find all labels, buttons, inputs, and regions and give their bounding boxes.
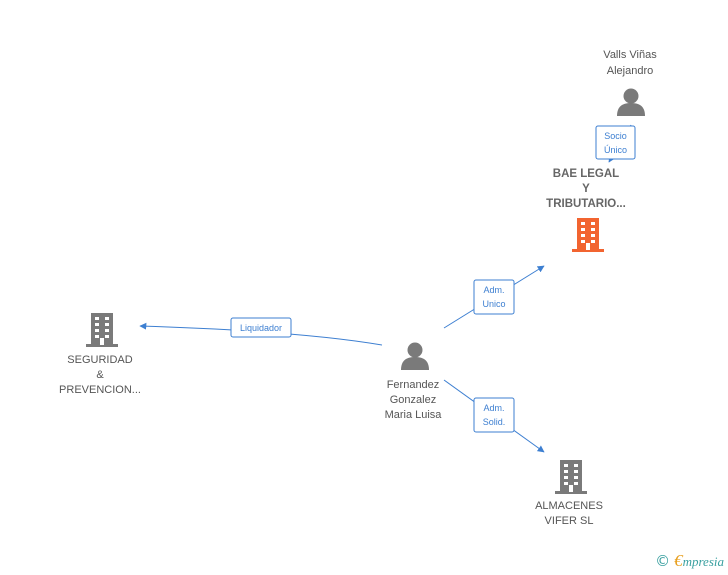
edge-label-liquidador[interactable]: Liquidador	[230, 317, 292, 338]
edge-label-socio[interactable]: Socio Único	[595, 125, 636, 160]
node-fernandez-gonzalez-maria-luisa[interactable]: Fernandez Gonzalez Maria Luisa	[385, 342, 443, 422]
node-seguridad-line3: PREVENCION...	[59, 384, 141, 396]
edge-adm-solid: Adm. Solid.	[443, 379, 545, 453]
node-fernandez-line1: Fernandez	[387, 379, 440, 391]
edge-adm-unico: Adm. Unico	[443, 265, 545, 329]
person-icon	[401, 342, 429, 370]
edge-label-adm-unico[interactable]: Adm. Unico	[473, 279, 515, 315]
edge-label-socio-line1: Socio	[604, 131, 627, 141]
node-fernandez-line3: Maria Luisa	[385, 409, 443, 421]
edge-liquidador: Liquidador	[139, 317, 383, 346]
node-valls-line1: Valls Viñas	[603, 49, 657, 61]
edge-socio: Socio Único	[595, 124, 636, 163]
brand-logo[interactable]: €mpresia	[674, 551, 724, 571]
node-fernandez-line2: Gonzalez	[390, 394, 436, 406]
node-seguridad-line1: SEGURIDAD	[67, 354, 132, 366]
node-bae-line1: BAE LEGAL	[553, 168, 619, 180]
node-seguridad-prevencion[interactable]: SEGURIDAD & PREVENCION...	[59, 313, 141, 396]
node-valls-line2: Alejandro	[607, 65, 653, 77]
building-icon	[555, 460, 587, 494]
node-bae-line3: TRIBUTARIO...	[546, 198, 626, 210]
edge-label-liquidador-text: Liquidador	[240, 323, 282, 333]
edge-label-socio-line2: Único	[604, 145, 627, 155]
brand-logo-rest: mpresia	[682, 554, 724, 569]
edge-label-adm-solid-line2: Solid.	[483, 417, 506, 427]
building-icon	[572, 218, 604, 252]
node-almacenes-line2: VIFER SL	[545, 515, 594, 527]
footer-brand: © €mpresia	[655, 551, 724, 571]
node-seguridad-line2: &	[96, 369, 104, 381]
node-bae-legal-tributario[interactable]: BAE LEGAL Y TRIBUTARIO...	[546, 168, 626, 252]
node-almacenes-line1: ALMACENES	[535, 500, 603, 512]
node-almacenes-vifer[interactable]: ALMACENES VIFER SL	[535, 460, 603, 527]
edge-label-adm-solid[interactable]: Adm. Solid.	[473, 397, 515, 433]
node-valls-vinas-alejandro[interactable]: Valls Viñas Alejandro	[603, 49, 657, 116]
node-bae-line2: Y	[582, 183, 590, 195]
brand-logo-first: €	[674, 551, 683, 570]
edge-label-adm-unico-line1: Adm.	[483, 285, 504, 295]
person-icon	[617, 88, 645, 116]
edge-label-adm-solid-line1: Adm.	[483, 403, 504, 413]
building-icon	[86, 313, 118, 347]
edge-label-adm-unico-line2: Unico	[482, 299, 505, 309]
copyright-icon: ©	[655, 552, 671, 570]
